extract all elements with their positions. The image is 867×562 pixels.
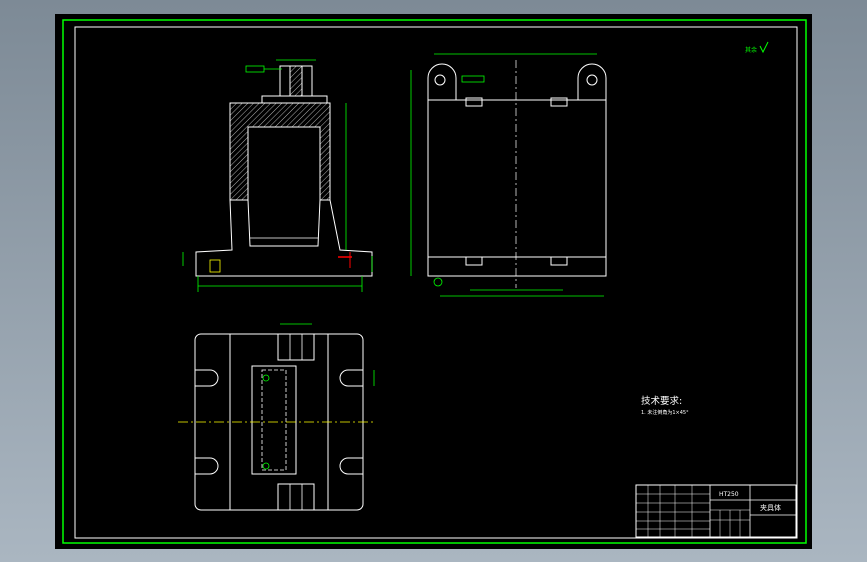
side-view (410, 53, 607, 297)
outer-frame (62, 19, 807, 544)
tech-req-title: 技术要求: (641, 395, 682, 407)
top-view (178, 323, 376, 511)
drawing-canvas: 其余 技术要求: 1. 未注倒角为1×45° (62, 19, 807, 544)
front-section-view (182, 59, 373, 292)
inner-frame (74, 26, 798, 539)
tech-req-item-1: 1. 未注倒角为1×45° (641, 409, 689, 416)
drawing-sheet: 其余 技术要求: 1. 未注倒角为1×45° (55, 14, 812, 549)
title-block: HT250 夹具体 (635, 484, 797, 538)
part-code: HT250 (719, 491, 739, 498)
roughness-symbol: 其余 (745, 41, 769, 54)
part-name: 夹具体 (760, 503, 781, 512)
roughness-label: 其余 (745, 46, 757, 54)
